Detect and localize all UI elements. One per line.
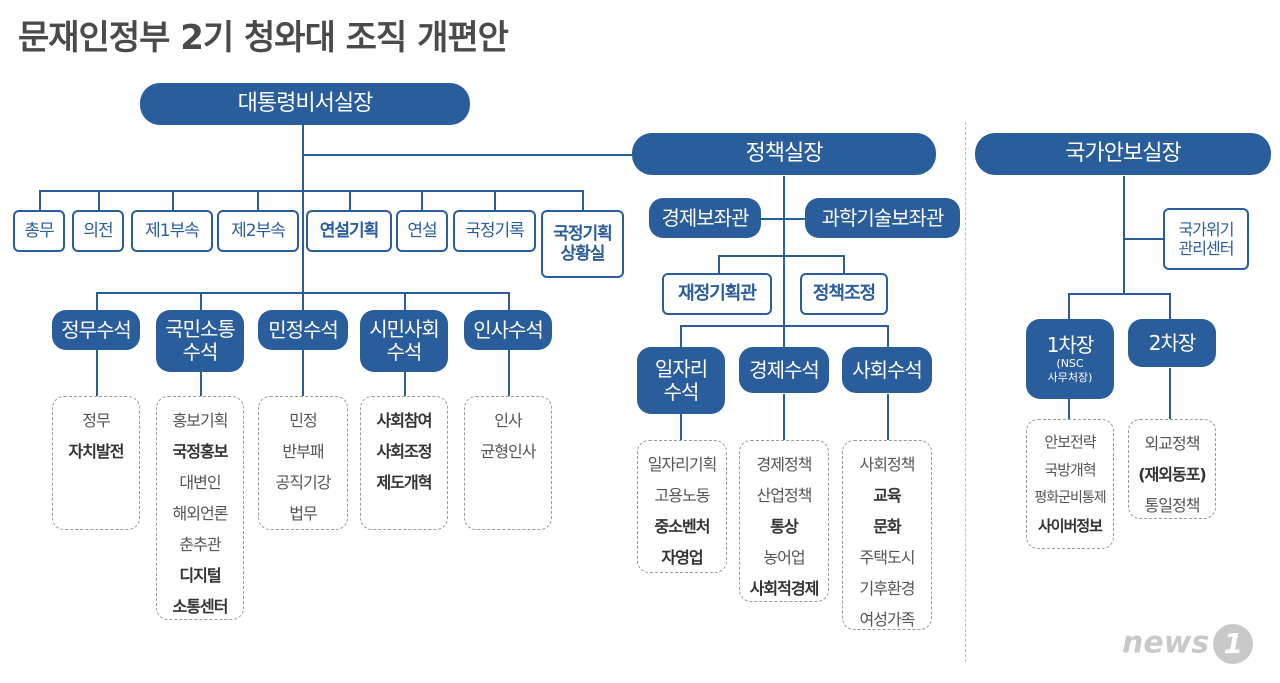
policy-chief-label: 정책실장 bbox=[745, 141, 824, 167]
duty-item: 통일정책 bbox=[1144, 496, 1201, 515]
duty-item: 사회정책 bbox=[859, 455, 916, 474]
science-advisor-box: 과학기술보좌관 bbox=[805, 198, 960, 238]
duty-item: 평화군비통제 bbox=[1034, 490, 1106, 506]
duty-item: 경제정책 bbox=[756, 455, 813, 474]
logo-text: news bbox=[1122, 625, 1210, 661]
chief-of-staff-label: 대통령비서실장 bbox=[237, 91, 374, 117]
duty-item: 외교정책 bbox=[1144, 434, 1201, 453]
senior-secretary-box: 민정수석 bbox=[258, 310, 348, 350]
fiscal-planning-box: 재정기획관 bbox=[662, 273, 772, 315]
duty-list: 사회정책 교육 문화 주택도시 기후환경 여성가족 bbox=[842, 440, 932, 630]
duty-item: 공직기강 bbox=[275, 473, 332, 492]
duty-item: 자영업 bbox=[661, 548, 703, 567]
staff-office-box: 총무 bbox=[13, 210, 65, 252]
duty-list: 사회참여 사회조정 제도개혁 bbox=[360, 396, 448, 530]
duty-item: 디지털 bbox=[179, 566, 221, 585]
duty-item: 사회적경제 bbox=[749, 579, 820, 598]
policy-secretary-box: 경제수석 bbox=[739, 347, 829, 393]
duty-item: 균형인사 bbox=[480, 442, 537, 461]
policy-coordination-box: 정책조정 bbox=[800, 273, 888, 315]
duty-item: 여성가족 bbox=[859, 610, 916, 629]
duty-item: 사이버정보 bbox=[1037, 517, 1103, 535]
staff-office-box: 연설기획 bbox=[306, 210, 392, 252]
senior-secretary-box: 정무수석 bbox=[52, 310, 140, 350]
policy-secretary-box: 일자리 수석 bbox=[637, 347, 725, 414]
duty-item: 기후환경 bbox=[859, 579, 916, 598]
duty-list: 경제정책 산업정책 통상 농어업 사회적경제 bbox=[739, 440, 829, 602]
duty-item: 국방개혁 bbox=[1044, 461, 1096, 479]
duty-item: 해외언론 bbox=[172, 504, 229, 523]
duty-item: 중소벤처 bbox=[654, 517, 711, 536]
duty-item: 인사 bbox=[494, 411, 522, 430]
duty-item: 반부패 bbox=[282, 442, 324, 461]
page-title: 문재인정부 2기 청와대 조직 개편안 bbox=[18, 18, 509, 58]
duty-item: 자치발전 bbox=[68, 442, 125, 461]
crisis-center-box: 국가위기 관리센터 bbox=[1163, 208, 1249, 270]
first-deputy-note: (NSC 사무처장) bbox=[1047, 357, 1093, 384]
staff-office-box: 연설 bbox=[396, 210, 448, 252]
national-security-chief-box: 국가안보실장 bbox=[975, 133, 1271, 175]
duty-item: 고용노동 bbox=[654, 486, 711, 505]
duty-item: 법무 bbox=[289, 504, 317, 523]
duty-list: 홍보기획 국정홍보 대변인 해외언론 춘추관 디지털 소통센터 bbox=[156, 396, 244, 620]
staff-office-box: 의전 bbox=[72, 210, 124, 252]
staff-office-box: 제2부속 bbox=[217, 210, 299, 252]
economic-advisor-box: 경제보좌관 bbox=[649, 198, 761, 238]
first-deputy-box: 1차장 (NSC 사무처장) bbox=[1026, 319, 1114, 399]
duty-item: 주택도시 bbox=[859, 548, 916, 567]
duty-item: 산업정책 bbox=[756, 486, 813, 505]
duty-item: 정무 bbox=[82, 411, 110, 430]
duty-item: 춘추관 bbox=[179, 535, 221, 554]
duty-item: 국정홍보 bbox=[172, 442, 229, 461]
duty-list: 안보전략 국방개혁 평화군비통제 사이버정보 bbox=[1026, 419, 1114, 549]
national-security-chief-label: 국가안보실장 bbox=[1065, 141, 1181, 167]
duty-item: 사회참여 bbox=[376, 411, 433, 430]
second-deputy-box: 2차장 bbox=[1128, 319, 1216, 367]
policy-secretary-box: 사회수석 bbox=[842, 347, 932, 393]
duty-item: 사회조정 bbox=[376, 442, 433, 461]
senior-secretary-box: 국민소통 수석 bbox=[156, 310, 244, 372]
duty-item: 문화 bbox=[873, 517, 901, 536]
staff-office-box: 국정기록 bbox=[453, 210, 536, 252]
staff-office-box: 국정기획 상황실 bbox=[541, 210, 624, 278]
staff-office-box: 제1부속 bbox=[131, 210, 213, 252]
section-divider bbox=[965, 122, 966, 662]
chief-of-staff-box: 대통령비서실장 bbox=[140, 83, 470, 125]
policy-chief-box: 정책실장 bbox=[632, 133, 936, 175]
duty-list: 민정 반부패 공직기강 법무 bbox=[258, 396, 348, 530]
senior-secretary-box: 인사수석 bbox=[464, 310, 552, 350]
duty-list: 외교정책 (재외동포) 통일정책 bbox=[1128, 419, 1216, 519]
senior-secretary-box: 시민사회 수석 bbox=[360, 310, 448, 372]
duty-item: 민정 bbox=[289, 411, 317, 430]
duty-item: 농어업 bbox=[763, 548, 805, 567]
duty-item: (재외동포) bbox=[1138, 465, 1207, 484]
duty-item: 안보전략 bbox=[1044, 433, 1096, 451]
duty-item: 교육 bbox=[873, 486, 901, 505]
logo-mark: 1 bbox=[1213, 624, 1254, 664]
duty-item: 대변인 bbox=[179, 473, 221, 492]
duty-item: 일자리기획 bbox=[647, 455, 718, 474]
duty-list: 인사 균형인사 bbox=[464, 396, 552, 530]
duty-item: 소통센터 bbox=[172, 597, 229, 616]
first-deputy-label: 1차장 bbox=[1046, 333, 1095, 358]
duty-item: 제도개혁 bbox=[376, 473, 433, 492]
duty-list: 일자리기획 고용노동 중소벤처 자영업 bbox=[637, 440, 727, 573]
duty-item: 통상 bbox=[770, 517, 798, 536]
duty-list: 정무 자치발전 bbox=[52, 396, 140, 530]
duty-item: 홍보기획 bbox=[172, 411, 229, 430]
